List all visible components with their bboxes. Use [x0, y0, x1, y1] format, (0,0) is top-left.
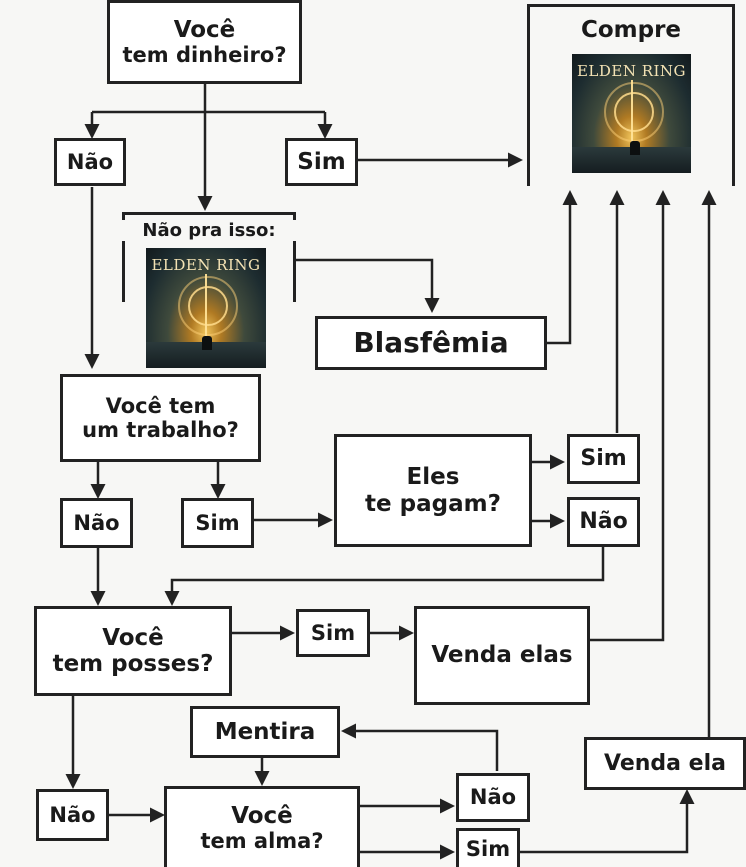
game-cover-title-middle: ELDEN RING: [151, 256, 261, 274]
yes-money-label: Sim: [297, 148, 346, 175]
lie-label: Mentira: [214, 718, 316, 745]
job-question-line2: um trabalho?: [82, 418, 239, 442]
node-blasphemy: Blasfêmia: [315, 316, 547, 370]
paid-no-label: Não: [579, 509, 628, 535]
arrow-blasphemy-to-buy: [545, 190, 578, 345]
node-paid-no: Não: [567, 497, 640, 547]
arrow-paid-no-to-possessions: [164, 547, 605, 606]
possessions-yes-label: Sim: [310, 620, 356, 645]
node-yes-money: Sim: [285, 138, 358, 186]
game-cover-title-top: ELDEN RING: [576, 62, 687, 80]
node-possessions-question: Você tem posses?: [34, 606, 232, 696]
job-question-line1: Você tem: [105, 393, 216, 418]
not-for-that-label: Não pra isso:: [122, 220, 296, 241]
arrow-not-for-that-to-blasphemy: [293, 258, 440, 313]
node-soul-question: Você tem alma?: [164, 786, 360, 867]
possessions-question-line1: Você: [102, 624, 164, 651]
soul-question-line1: Você: [231, 802, 293, 829]
soul-question-line2: tem alma?: [200, 829, 324, 854]
yes-job-label: Sim: [195, 510, 240, 535]
node-not-for-that: [122, 212, 296, 302]
sell-them-label: Venda elas: [431, 642, 573, 669]
node-possessions-no: Não: [36, 789, 109, 841]
node-possessions-yes: Sim: [296, 609, 370, 657]
node-paid-yes: Sim: [567, 434, 640, 484]
game-cover-image-top: ELDEN RING: [572, 54, 691, 173]
node-paid-question: Eles te pagam?: [334, 434, 532, 547]
possessions-question-line2: tem posses?: [52, 651, 214, 677]
node-no-money: Não: [54, 138, 126, 186]
node-soul-yes: Sim: [456, 828, 520, 867]
soul-no-label: Não: [469, 785, 517, 810]
node-no-job: Não: [60, 498, 133, 548]
arrow-soul-yes-to-sell-it: [518, 789, 695, 854]
money-question-line2: tem dinheiro?: [122, 43, 287, 68]
arrow-soul-no-to-lie: [341, 723, 499, 771]
blasphemy-label: Blasfêmia: [353, 325, 509, 359]
node-sell-them: Venda elas: [414, 606, 590, 705]
sell-it-label: Venda ela: [604, 750, 726, 776]
node-lie: Mentira: [190, 706, 340, 758]
no-money-label: Não: [66, 149, 114, 174]
arrow-sell-them-to-buy: [588, 190, 671, 642]
buy-label: Compre: [580, 17, 682, 43]
node-yes-job: Sim: [181, 498, 254, 548]
node-buy: Compre: [527, 4, 735, 186]
no-job-label: Não: [73, 510, 120, 535]
possessions-no-label: Não: [49, 802, 96, 827]
paid-yes-label: Sim: [580, 446, 627, 472]
game-cover-image-middle: ELDEN RING: [146, 248, 266, 368]
connector-money-split: [92, 82, 325, 114]
paid-question-line2: te pagam?: [365, 490, 501, 517]
node-sell-it: Venda ela: [584, 737, 746, 790]
money-question-line1: Você: [173, 16, 236, 43]
node-money-question: Você tem dinheiro?: [107, 0, 302, 84]
node-job-question: Você tem um trabalho?: [60, 374, 261, 462]
soul-yes-label: Sim: [465, 836, 511, 861]
paid-question-line1: Eles: [406, 464, 460, 491]
node-soul-no: Não: [456, 773, 530, 822]
